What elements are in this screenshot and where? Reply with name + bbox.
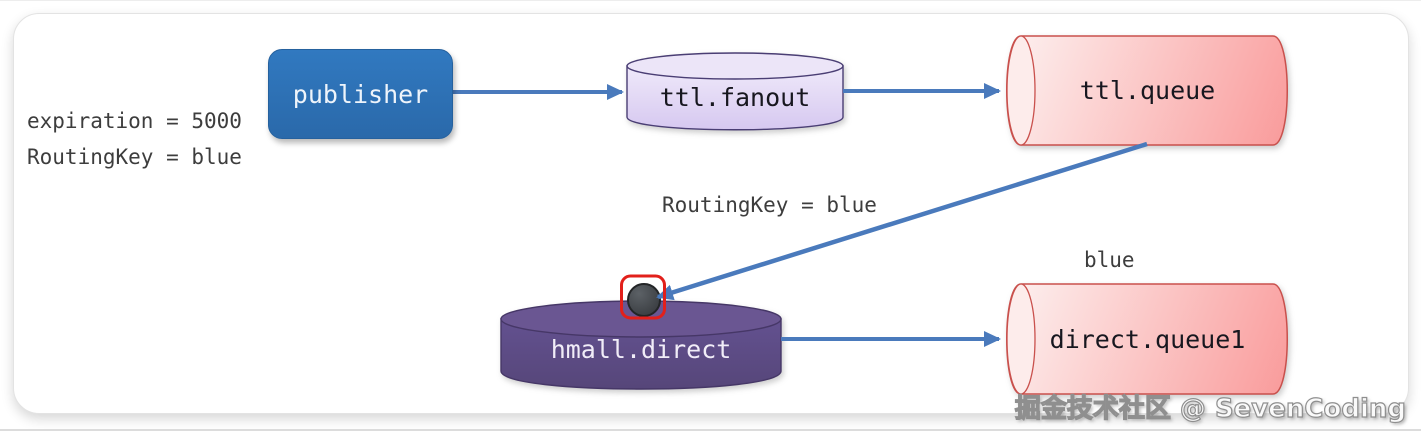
edge-routing-key-label: RoutingKey = blue (662, 193, 877, 217)
watermark: 掘金技术社区 @ SevenCoding (1014, 393, 1406, 424)
top-divider-line (0, 0, 1421, 1)
bottom-divider-line (0, 429, 1421, 431)
hmall-direct-label: hmall.direct (550, 334, 732, 364)
queue1-binding-key-label: blue (1084, 248, 1135, 272)
publisher-node: publisher (268, 49, 453, 139)
publisher-label: publisher (292, 79, 429, 109)
ttl-queue-label: ttl.queue (1079, 76, 1216, 105)
expiration-annotation: expiration = 5000 (27, 109, 242, 133)
routing-key-annotation: RoutingKey = blue (27, 145, 242, 169)
ttl-fanout-label: ttl.fanout (659, 82, 811, 112)
direct-queue1-label: direct.queue1 (1049, 324, 1246, 354)
